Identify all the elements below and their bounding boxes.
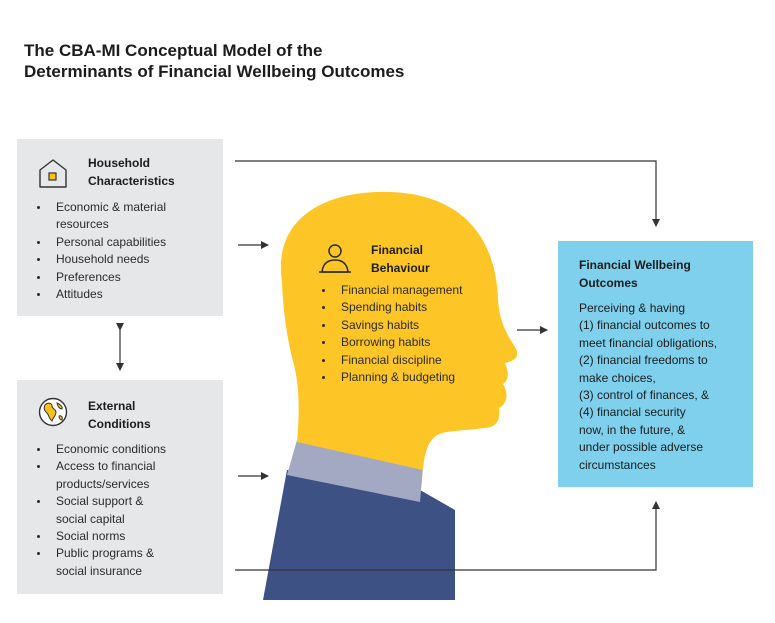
- shirt-shape: [263, 470, 455, 600]
- list-item: Spending habits: [319, 299, 462, 316]
- list-item-line: Economic & material: [56, 200, 167, 214]
- list-item-line: Financial management: [341, 283, 463, 297]
- outcomes-line: (2) financial freedoms to: [579, 353, 708, 368]
- outcomes-description: Perceiving & having (1) financial outcom…: [579, 300, 717, 474]
- connector-external-to-outcomes: [235, 501, 660, 571]
- outcomes-line: (3) control of finances, &: [579, 388, 710, 403]
- outcomes-heading: Financial Wellbeing Outcomes: [579, 256, 691, 292]
- outcomes-heading-line-1: Financial Wellbeing: [579, 258, 691, 272]
- list-item-line: Household needs: [56, 252, 150, 267]
- list-item: Access to financial products/services: [34, 458, 166, 493]
- financial-wellbeing-outcomes-panel: Financial Wellbeing Outcomes Perceiving …: [558, 241, 753, 487]
- title-line-2: Determinants of Financial Wellbeing Outc…: [24, 62, 405, 81]
- list-item-line: Social support &: [56, 494, 144, 509]
- household-heading: Household Characteristics: [88, 154, 175, 190]
- outcomes-line: (4) financial security: [579, 405, 686, 420]
- household-characteristics-panel: Household Characteristics Economic & mat…: [17, 139, 223, 316]
- list-item: Borrowing habits: [319, 334, 462, 351]
- list-item-line: Attitudes: [56, 287, 103, 302]
- list-item: Social support & social capital: [34, 493, 166, 528]
- outcomes-line: Perceiving & having: [579, 301, 686, 315]
- list-item-line: Savings habits: [341, 317, 420, 332]
- list-item-line: social capital: [56, 511, 125, 526]
- list-item: Economic conditions: [34, 441, 166, 458]
- household-list: Economic & material resources Personal c…: [34, 199, 166, 303]
- outcomes-line: meet financial obligations,: [579, 335, 718, 350]
- behaviour-list: Financial management Spending habits Sav…: [319, 282, 462, 386]
- external-conditions-panel: External Conditions Economic conditions …: [17, 380, 223, 594]
- outcomes-line: under possible adverse: [579, 440, 704, 455]
- list-item-line: Social norms: [56, 529, 126, 544]
- list-item: Household needs: [34, 251, 166, 268]
- list-item-line: Planning & budgeting: [341, 370, 456, 385]
- outcomes-line: circumstances: [579, 457, 656, 472]
- list-item-line: products/services: [56, 476, 150, 491]
- list-item: Public programs & social insurance: [34, 545, 166, 580]
- list-item: Planning & budgeting: [319, 369, 462, 386]
- external-heading: External Conditions: [88, 397, 151, 433]
- external-heading-line-2: Conditions: [88, 417, 151, 431]
- list-item: Social norms: [34, 528, 166, 545]
- household-heading-line-1: Household: [88, 156, 150, 170]
- list-item: Attitudes: [34, 286, 166, 303]
- house-icon: [39, 159, 67, 188]
- list-item: Savings habits: [319, 317, 462, 334]
- list-item: Financial discipline: [319, 352, 462, 369]
- behaviour-heading-line-1: Financial: [371, 243, 424, 257]
- list-item-line: Access to financial: [56, 459, 156, 474]
- outcomes-line: make choices,: [579, 370, 656, 385]
- list-item-line: Public programs &: [56, 546, 155, 561]
- list-item-line: social insurance: [56, 563, 143, 578]
- list-item-line: Economic conditions: [56, 442, 167, 456]
- behaviour-heading: Financial Behaviour: [371, 241, 430, 277]
- list-item-line: Personal capabilities: [56, 234, 167, 249]
- list-item-line: Preferences: [56, 269, 121, 284]
- globe-icon: [38, 397, 68, 427]
- outcomes-line: now, in the future, &: [579, 422, 686, 437]
- collar-shape: [287, 440, 423, 502]
- outcomes-heading-line-2: Outcomes: [579, 276, 638, 290]
- external-heading-line-1: External: [88, 399, 136, 413]
- list-item: Preferences: [34, 269, 166, 286]
- list-item-line: Borrowing habits: [341, 335, 431, 350]
- list-item-line: Financial discipline: [341, 352, 442, 367]
- title-line-1: The CBA-MI Conceptual Model of the: [24, 41, 323, 60]
- list-item: Personal capabilities: [34, 234, 166, 251]
- diagram-title: The CBA-MI Conceptual Model of the Deter…: [24, 40, 404, 82]
- list-item: Economic & material resources: [34, 199, 166, 234]
- external-list: Economic conditions Access to financial …: [34, 441, 166, 580]
- outcomes-line: (1) financial outcomes to: [579, 318, 710, 333]
- list-item-line: Spending habits: [341, 300, 428, 315]
- list-item-line: resources: [56, 217, 109, 232]
- person-icon: [319, 244, 351, 273]
- connector-household-to-outcomes: [235, 160, 660, 227]
- household-heading-line-2: Characteristics: [88, 174, 175, 188]
- behaviour-heading-line-2: Behaviour: [371, 261, 430, 275]
- list-item: Financial management: [319, 282, 462, 299]
